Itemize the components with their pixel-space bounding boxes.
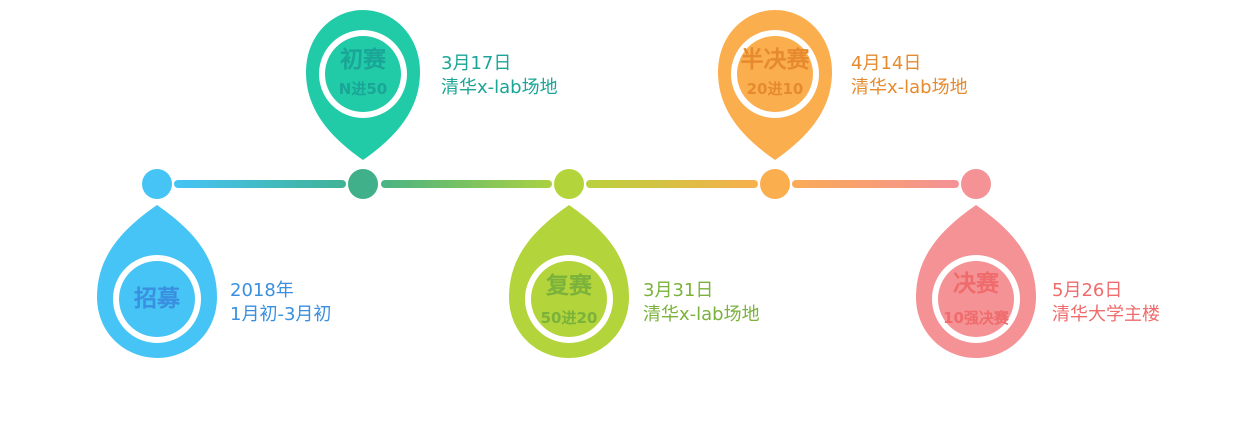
timeline-dot-1 [142,169,172,199]
stage-place-second-round: 清华x-lab场地 [643,304,760,325]
pin-recruit [97,205,217,358]
stage-sub-semifinal: 20进10 [746,80,804,98]
timeline-dot-2 [348,169,378,199]
stage-name-recruit: 招募 [134,286,180,312]
stage-place-preliminary: 清华x-lab场地 [441,77,558,98]
stage-place-final: 清华大学主楼 [1052,304,1160,325]
stage-name-preliminary: 初赛 [340,47,386,73]
pin-second-round [509,205,629,358]
pin-semifinal [718,10,832,160]
stage-place-semifinal: 清华x-lab场地 [851,77,968,98]
stage-place-recruit: 1月初-3月初 [230,304,332,325]
stage-date-recruit: 2018年 [230,280,294,301]
pin-final [916,205,1036,358]
stage-date-second-round: 3月31日 [643,280,714,301]
stage-sub-second-round: 50进20 [540,309,598,327]
stage-name-second-round: 复赛 [546,273,592,299]
stage-date-final: 5月26日 [1052,280,1123,301]
stage-date-preliminary: 3月17日 [441,53,512,74]
stage-name-semifinal: 半决赛 [740,47,810,73]
timeline-dot-5 [961,169,991,199]
pin-preliminary [306,10,420,160]
stage-date-semifinal: 4月14日 [851,53,922,74]
stage-sub-preliminary: N进50 [338,80,388,98]
stage-sub-final: 10强决赛 [943,309,1009,327]
timeline-dot-3 [554,169,584,199]
stage-name-final: 决赛 [953,271,999,297]
timeline-dot-4 [760,169,790,199]
